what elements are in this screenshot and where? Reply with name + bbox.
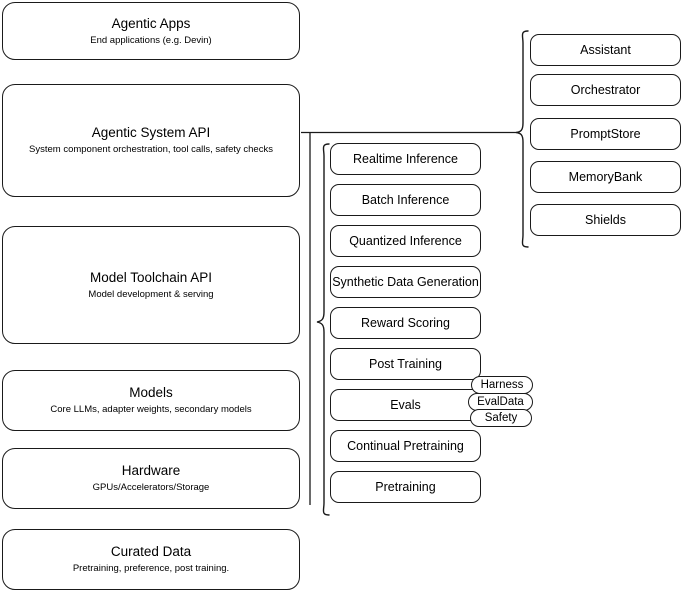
layer-hardware-title: Hardware <box>121 463 181 478</box>
layer-models[interactable]: Models Core LLMs, adapter weights, secon… <box>2 370 300 431</box>
node-realtime-inference[interactable]: Realtime Inference <box>330 143 481 175</box>
layer-model-toolchain-api-title: Model Toolchain API <box>89 269 213 285</box>
node-quantized-inference-label: Quantized Inference <box>349 233 462 248</box>
pill-harness[interactable]: Harness <box>471 376 533 394</box>
node-pretraining-label: Pretraining <box>375 479 436 494</box>
layer-hardware[interactable]: Hardware GPUs/Accelerators/Storage <box>2 448 300 509</box>
node-evals[interactable]: Evals <box>330 389 481 421</box>
node-assistant[interactable]: Assistant <box>530 34 681 66</box>
layer-models-title: Models <box>129 385 173 400</box>
node-pretraining[interactable]: Pretraining <box>330 471 481 503</box>
node-evals-label: Evals <box>390 397 421 412</box>
pill-safety[interactable]: Safety <box>470 409 532 427</box>
node-promptstore[interactable]: PromptStore <box>530 118 681 150</box>
node-batch-inference[interactable]: Batch Inference <box>330 184 481 216</box>
layer-hardware-subtitle: GPUs/Accelerators/Storage <box>92 482 210 493</box>
pill-harness-label: Harness <box>480 379 524 391</box>
node-shields-label: Shields <box>585 212 626 227</box>
node-continual-pretraining[interactable]: Continual Pretraining <box>330 430 481 462</box>
layer-agentic-apps[interactable]: Agentic Apps End applications (e.g. Devi… <box>2 2 300 60</box>
node-post-training-label: Post Training <box>369 356 442 371</box>
node-memorybank-label: MemoryBank <box>568 169 643 184</box>
node-assistant-label: Assistant <box>580 42 631 57</box>
node-synthetic-data-generation[interactable]: Synthetic Data Generation <box>330 266 481 298</box>
layer-agentic-apps-subtitle: End applications (e.g. Devin) <box>90 34 212 46</box>
layer-curated-data[interactable]: Curated Data Pretraining, preference, po… <box>2 529 300 590</box>
node-reward-scoring-label: Reward Scoring <box>361 315 450 330</box>
layer-model-toolchain-api[interactable]: Model Toolchain API Model development & … <box>2 226 300 344</box>
node-memorybank[interactable]: MemoryBank <box>530 161 681 193</box>
node-post-training[interactable]: Post Training <box>330 348 481 380</box>
node-synthetic-data-generation-label: Synthetic Data Generation <box>332 274 479 289</box>
node-reward-scoring[interactable]: Reward Scoring <box>330 307 481 339</box>
node-continual-pretraining-label: Continual Pretraining <box>347 438 464 453</box>
layer-model-toolchain-api-subtitle: Model development & serving <box>88 288 214 300</box>
pill-safety-label: Safety <box>484 412 518 424</box>
brace-agentic-system-components <box>515 30 529 248</box>
layer-agentic-system-api-title: Agentic System API <box>91 125 211 140</box>
layer-curated-data-title: Curated Data <box>110 544 192 559</box>
brace-toolchain-components <box>316 143 330 516</box>
node-orchestrator[interactable]: Orchestrator <box>530 74 681 106</box>
layer-models-subtitle: Core LLMs, adapter weights, secondary mo… <box>50 404 252 415</box>
layer-agentic-apps-title: Agentic Apps <box>111 15 191 31</box>
node-quantized-inference[interactable]: Quantized Inference <box>330 225 481 257</box>
layer-curated-data-subtitle: Pretraining, preference, post training. <box>72 563 230 574</box>
node-realtime-inference-label: Realtime Inference <box>353 151 458 166</box>
layer-agentic-system-api-subtitle: System component orchestration, tool cal… <box>29 144 273 155</box>
pill-evaldata-label: EvalData <box>477 396 524 408</box>
node-batch-inference-label: Batch Inference <box>361 192 450 207</box>
node-orchestrator-label: Orchestrator <box>570 82 641 97</box>
node-promptstore-label: PromptStore <box>570 126 641 141</box>
node-shields[interactable]: Shields <box>530 204 681 236</box>
layer-agentic-system-api[interactable]: Agentic System API System component orch… <box>2 84 300 197</box>
